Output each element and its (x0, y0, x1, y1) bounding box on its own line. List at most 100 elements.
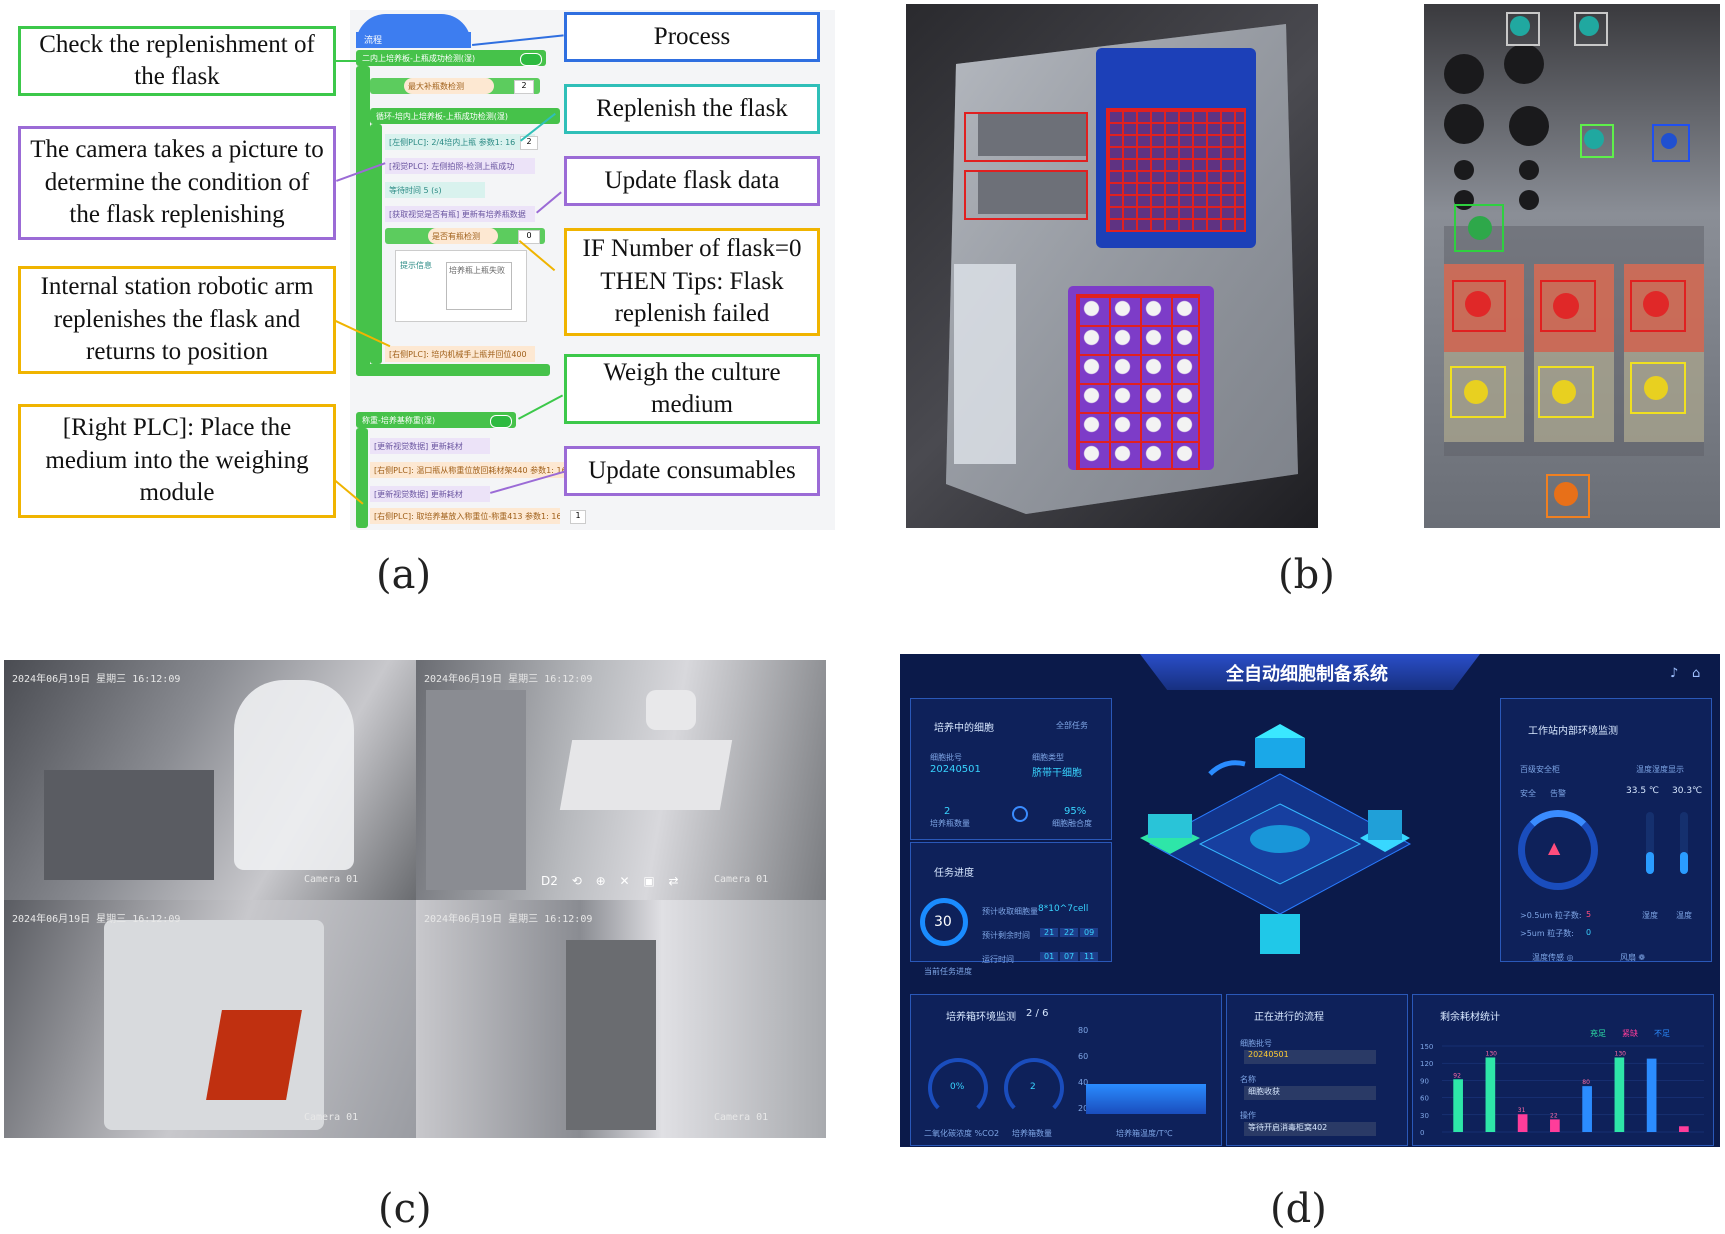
cons-ytick-3: 60 (1420, 1095, 1429, 1103)
dashboard-title-bar (1140, 654, 1480, 690)
toggle-2[interactable] (490, 415, 512, 428)
humidity-bar-fill (1646, 852, 1654, 874)
block-value-1[interactable]: 2 (514, 80, 534, 94)
robot-figure (234, 680, 354, 870)
cons-ytick-4: 30 (1420, 1112, 1429, 1120)
block-loop-end (356, 364, 550, 376)
all-tasks-tab[interactable]: 全部任务 (1056, 721, 1088, 730)
process-header-label: 流程 (364, 36, 383, 46)
process-name-value: 细胞收获 (1244, 1086, 1376, 1100)
incubator-window (206, 1010, 302, 1100)
machine-cabinet (426, 690, 526, 890)
toggle-1[interactable] (520, 53, 542, 66)
tube-grid (1106, 108, 1246, 232)
run-hours: 01 (1040, 952, 1059, 961)
block-wait-time[interactable]: 等待时间 5 (s) (385, 182, 485, 198)
legend-insufficient: 不足 (1654, 1029, 1670, 1038)
label-process: Process (564, 12, 820, 62)
flask-box-teal-2 (1574, 12, 1608, 46)
flask-box-yellow-3 (1630, 362, 1686, 414)
progress-ring-label: 当前任务进度 (924, 967, 972, 976)
photo-plate-rack (906, 4, 1318, 528)
batch-label: 细胞批号 (930, 753, 962, 762)
remaining-seconds: 09 (1080, 928, 1099, 937)
temp-humidity-label: 温度湿度显示 (1636, 765, 1684, 774)
flask-box-blue (1652, 124, 1690, 162)
block-value-3[interactable]: 0 (518, 230, 540, 244)
flask-box-teal-1 (1506, 12, 1540, 46)
home-icon[interactable]: ⌂ (1692, 666, 1701, 681)
confluence-label: 细胞融合度 (1052, 819, 1092, 828)
snapshot-icon[interactable]: ▣ (643, 874, 655, 888)
co2-label: 二氧化碳浓度 %CO2 (924, 1129, 1000, 1138)
cons-ytick-1: 120 (1420, 1060, 1433, 1068)
block-loop-check[interactable] (370, 108, 560, 124)
block-loop-body[interactable] (356, 66, 370, 376)
block-weigh-label: 称重-培养基称重(湿) (362, 416, 436, 425)
block-vision-plc[interactable]: [视觉PLC]: 左侧拍照-检测上瓶成功 (385, 158, 535, 174)
rotate-icon[interactable]: ⟲ (571, 874, 582, 888)
label-weigh-medium: Weigh the culture medium (564, 354, 820, 424)
block-update-consumables-2[interactable]: [更新视觉数据] 更新耗材 (370, 486, 490, 502)
temp-sensor-label: 温度传感 ◎ (1532, 953, 1574, 962)
particle-05-value: 5 (1586, 910, 1592, 919)
cons-ytick-2: 90 (1420, 1077, 1429, 1085)
type-label: 细胞类型 (1032, 753, 1064, 762)
caption-c: (c) (378, 1186, 432, 1232)
camera-feed-3[interactable]: 2024年06月19日 星期三 16:12:09 Camera 01 (4, 900, 416, 1138)
block-has-flask: 是否有瓶检测 (428, 228, 498, 244)
flask-box-orange (1546, 474, 1590, 518)
playback-toolbar[interactable]: D2 ⟲ ⊕ ✕ ▣ ⇄ (541, 874, 711, 894)
bell-icon[interactable]: ♪ (1670, 666, 1679, 681)
legend-shortage: 紧缺 (1622, 1029, 1638, 1038)
incubator-count-label: 培养箱数量 (1012, 1129, 1052, 1138)
block-tip-text[interactable]: 培养瓶上瓶失败 (446, 262, 512, 310)
timestamp-3: 2024年06月19日 星期三 16:12:09 (12, 914, 181, 925)
block-update-consumables-1[interactable]: [更新视觉数据] 更新耗材 (370, 438, 490, 454)
label-update-flask-data: Update flask data (564, 156, 820, 206)
block-weigh[interactable] (356, 412, 516, 428)
label-camera-picture: The camera takes a picture to determine … (18, 126, 336, 240)
camera-feed-2[interactable]: 2024年06月19日 星期三 16:12:09 D2 ⟲ ⊕ ✕ ▣ ⇄ Ca… (416, 660, 826, 900)
consumables-title: 剩余耗材统计 (1440, 1012, 1500, 1023)
block-inner-loop[interactable] (370, 124, 382, 364)
inc-ytick-40: 40 (1078, 1078, 1089, 1087)
block-right-plc-arm[interactable]: [右侧PLC]: 培内机械手上瓶并回位400 (385, 346, 535, 362)
vial-grid-boxes (1076, 294, 1200, 470)
cons-bar-3 (1550, 1119, 1560, 1132)
camera-label-4: Camera 01 (714, 1112, 769, 1123)
block-left-plc[interactable]: [左侧PLC]: 2/4培内上瓶 参数1: 16 (385, 134, 535, 150)
inc-ytick-60: 60 (1078, 1052, 1089, 1061)
zoom-icon[interactable]: ⊕ (595, 874, 606, 888)
block-update-flask[interactable]: [获取视觉是否有瓶] 更新有培养瓶数据 (385, 206, 535, 222)
block-value-4[interactable]: 1 (570, 510, 586, 524)
photo-flask-tray (1424, 4, 1720, 528)
camera-feed-1[interactable]: 2024年06月19日 星期三 16:12:09 Camera 01 (4, 660, 416, 900)
progress-ring (920, 898, 968, 946)
run-time-label: 运行时间 (982, 955, 1014, 964)
flask-box-yellow-1 (1450, 366, 1506, 418)
cons-bar-6 (1646, 1058, 1657, 1132)
swap-icon[interactable]: ⇄ (668, 874, 679, 888)
inc-ytick-20: 20 (1078, 1104, 1089, 1113)
block-flask-check[interactable] (356, 50, 546, 66)
cons-bar-label-0: 92 (1453, 1072, 1461, 1079)
incubator-temp-bar (1086, 1084, 1206, 1114)
legend-safe: 安全 (1520, 789, 1536, 798)
block-right-plc-return[interactable]: [右侧PLC]: 温口瓶从称重位放回耗材架440 参数1: 16 (370, 462, 566, 478)
flask-box-green-top (1580, 124, 1614, 158)
incubator-count-value: 2 (1030, 1082, 1036, 1092)
co2-gauge (928, 1058, 988, 1118)
camera-feed-4[interactable]: 2024年06月19日 星期三 16:12:09 Camera 01 (416, 900, 826, 1138)
timestamp-1: 2024年06月19日 星期三 16:12:09 (12, 674, 181, 685)
flask-box-yellow-2 (1538, 366, 1594, 418)
environment-title: 工作站内部环境监测 (1528, 726, 1618, 737)
block-right-plc-weigh[interactable]: [右侧PLC]: 取培养基放入称重位-称重413 参数1: 16 (370, 508, 560, 524)
incubator-count-gauge (1004, 1058, 1064, 1118)
run-minutes: 07 (1060, 952, 1079, 961)
block-value-2[interactable]: 2 (520, 136, 538, 150)
flask-box-red-3 (1630, 280, 1686, 332)
label-internal-arm: Internal station robotic arm replenishes… (18, 266, 336, 374)
process-header-bar[interactable] (356, 32, 471, 48)
mute-icon[interactable]: ✕ (619, 874, 630, 888)
